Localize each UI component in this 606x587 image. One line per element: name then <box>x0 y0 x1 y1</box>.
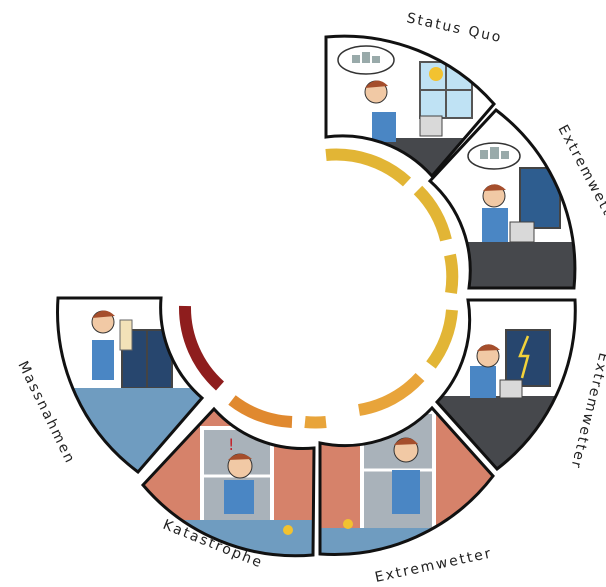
exclamation-icon: ! <box>228 435 234 454</box>
label-extremwetter-3: Extremwetter <box>374 545 494 586</box>
lightning-icon <box>518 335 530 379</box>
ring-seg-5 <box>357 372 425 416</box>
frame-p2 <box>427 107 577 290</box>
frame-p6 <box>56 296 205 475</box>
ring-seg-7 <box>228 395 293 428</box>
frame-p1 <box>324 34 496 179</box>
ring-seg-3 <box>444 253 459 294</box>
laptop <box>499 379 523 399</box>
ring-seg-1 <box>325 148 412 187</box>
laptop <box>419 115 443 137</box>
frame-p4 <box>318 405 495 556</box>
label-extremwetter-2: Extremwetter <box>567 351 606 471</box>
document-scroll <box>119 319 133 351</box>
ring-seg-6 <box>304 416 327 429</box>
label-status-quo: Status Quo <box>405 10 504 46</box>
rubber-duck-icon <box>283 525 293 535</box>
frame-p3 <box>434 298 577 472</box>
ring-seg-4 <box>426 309 458 369</box>
frame-p5 <box>140 406 316 558</box>
ring-seg-8 <box>178 305 225 391</box>
laptop <box>509 221 535 243</box>
sun-icon <box>429 67 443 81</box>
rubber-duck-icon <box>343 519 353 529</box>
progress-ring <box>178 148 459 429</box>
ring-seg-2 <box>413 185 452 242</box>
